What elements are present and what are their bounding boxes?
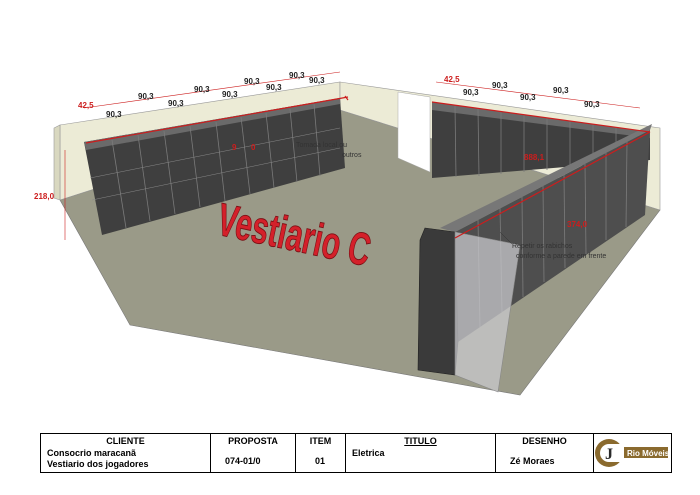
dim-inner-b: 0	[251, 143, 256, 152]
note-left-line1: Tomada local ou	[296, 142, 347, 149]
title-block: CLIENTE Consocrio maracanã Vestiario dos…	[40, 433, 672, 473]
company-logo: J Rio Móveis	[594, 434, 671, 472]
dim-left-2: 90,3	[106, 110, 122, 119]
dim-right-5: 90,3	[553, 86, 569, 95]
dim-side-run: 374,0	[567, 220, 588, 229]
dim-left-10: 90,3	[309, 76, 325, 85]
client-line2: Vestiario dos jogadores	[47, 459, 149, 469]
note-right-line2: conforme a parede em frente	[516, 253, 606, 260]
client-line1: Consocrio maracanã	[47, 448, 137, 458]
dim-right-2: 90,3	[463, 88, 479, 97]
dim-left-1: 42,5	[78, 101, 94, 110]
client-header: CLIENTE	[106, 436, 145, 446]
proposal-header: PROPOSTA	[228, 436, 278, 446]
title-value: Eletrica	[352, 448, 385, 458]
door-opening	[397, 91, 431, 173]
logo-text: Rio Móveis	[627, 449, 670, 458]
drawing-value: Zé Moraes	[510, 456, 555, 466]
proposal-cell: PROPOSTA 074-01/0	[211, 434, 296, 472]
note-right-line1: Repetir os rabichos	[512, 243, 573, 250]
dim-left-5: 90,3	[194, 85, 210, 94]
dim-right-1: 42,5	[444, 75, 460, 84]
end-cabinet	[417, 227, 459, 376]
note-right-leader	[499, 231, 513, 245]
wiring-lines	[85, 95, 651, 239]
title-header: TITULO	[404, 436, 437, 446]
title-cell: TITULO Eletrica	[346, 434, 496, 472]
client-cell: CLIENTE Consocrio maracanã Vestiario dos…	[41, 434, 211, 472]
dim-right-4: 90,3	[520, 93, 536, 102]
svg-text:J: J	[605, 446, 613, 463]
dim-right-3: 90,3	[492, 81, 508, 90]
dim-height: 218,0	[34, 192, 55, 201]
dim-left-7: 90,3	[244, 77, 260, 86]
dim-left-8: 90,3	[266, 83, 282, 92]
item-header: ITEM	[309, 436, 332, 446]
item-cell: ITEM 01	[296, 434, 346, 472]
wall-corner	[53, 124, 61, 201]
dim-right-6: 90,3	[584, 100, 600, 109]
dim-left-6: 90,3	[222, 90, 238, 99]
note-left-line2: outros	[342, 152, 362, 159]
drawing-header: DESENHO	[522, 436, 567, 446]
dim-left-4: 90,3	[168, 99, 184, 108]
room-diagram: 42,5 90,3 90,3 90,3 90,3 90,3 90,3 90,3 …	[34, 71, 661, 396]
dim-right-wall: 888,1	[524, 153, 545, 162]
drawing-cell: DESENHO Zé Moraes	[496, 434, 594, 472]
dim-inner-a: 9	[232, 143, 237, 152]
proposal-value: 074-01/0	[225, 456, 261, 466]
item-value: 01	[315, 456, 326, 466]
dim-left-9: 90,3	[289, 71, 305, 80]
dim-left-3: 90,3	[138, 92, 154, 101]
dimension-lines	[64, 71, 641, 240]
end-panel-glass	[454, 231, 521, 393]
